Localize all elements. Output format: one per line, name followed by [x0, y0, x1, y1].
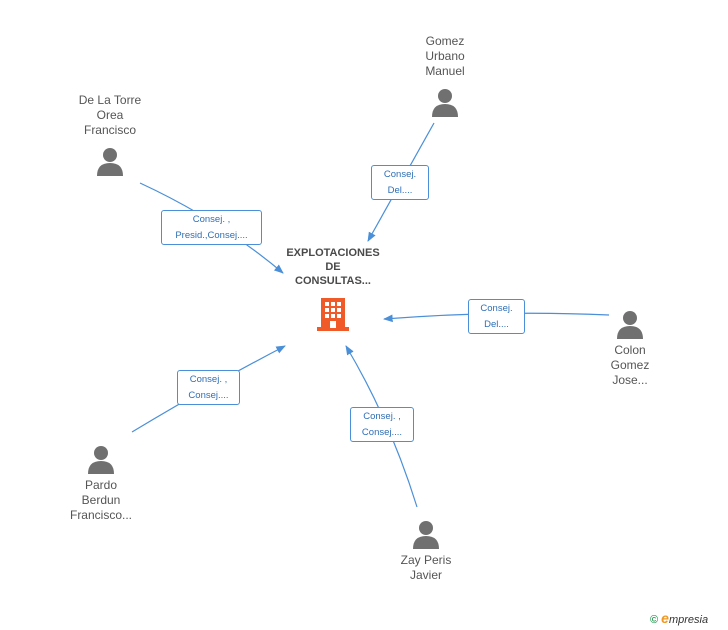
person-icon [617, 311, 643, 339]
role-line: Consej.... [361, 427, 403, 438]
person-icon [88, 446, 114, 474]
person-name-line: Zay Peris [400, 553, 452, 567]
role-label-de-la-torre[interactable]: Consej. , Presid.,Consej.... [161, 210, 262, 245]
role-line: Presid.,Consej.... [175, 230, 248, 241]
company-name-line-1: EXPLOTACIONES [286, 247, 380, 259]
person-icon [413, 521, 439, 549]
person-node-colon-gomez[interactable]: Colon Gomez Jose... [585, 309, 675, 388]
person-node-de-la-torre[interactable]: De La Torre Orea Francisco [55, 93, 165, 176]
person-name-line: Javier [409, 568, 442, 582]
person-name-line: Urbano [425, 49, 465, 63]
person-node-pardo-berdun[interactable]: Pardo Berdun Francisco... [46, 444, 156, 523]
company-node[interactable]: EXPLOTACIONES DE CONSULTAS... [268, 246, 398, 332]
role-label-gomez-urbano[interactable]: Consej. Del.... [371, 165, 429, 200]
person-node-zay-peris[interactable]: Zay Peris Javier [376, 519, 476, 583]
person-name-line: Gomez [610, 358, 650, 372]
person-name-line: Francisco [83, 123, 136, 137]
brand-name: mpresia [668, 614, 709, 626]
building-icon [317, 298, 349, 331]
person-name-line: Colon [614, 343, 646, 357]
person-icon [97, 148, 123, 176]
person-node-gomez-urbano[interactable]: Gomez Urbano Manuel [395, 34, 495, 117]
person-name-line: Orea [96, 108, 124, 122]
person-name-line: Gomez [425, 34, 465, 48]
person-name-line: De La Torre [78, 93, 142, 107]
role-label-pardo-berdun[interactable]: Consej. , Consej.... [177, 370, 240, 405]
person-name-line: Jose... [612, 373, 648, 387]
role-line: Consej. , [189, 374, 228, 385]
person-icon [432, 89, 458, 117]
role-line: Del.... [484, 319, 509, 330]
copyright-symbol: © [650, 614, 659, 626]
role-label-zay-peris[interactable]: Consej. , Consej.... [350, 407, 414, 442]
person-name-line: Manuel [425, 64, 465, 78]
company-name-line-2: DE [325, 261, 341, 273]
brand-e-letter: e [661, 610, 669, 626]
role-line: Consej. [383, 169, 417, 180]
role-line: Consej. , [192, 214, 231, 225]
role-line: Consej. [480, 303, 513, 314]
person-name-line: Pardo [84, 478, 118, 492]
empresia-logo: © empresia [650, 610, 708, 626]
role-line: Del.... [387, 185, 413, 196]
role-line: Consej. , [363, 411, 401, 422]
role-line: Consej.... [188, 390, 229, 401]
person-name-line: Berdun [81, 493, 121, 507]
role-label-colon-gomez[interactable]: Consej. Del.... [468, 299, 525, 334]
company-name-line-3: CONSULTAS... [295, 275, 371, 287]
person-name-line: Francisco... [69, 508, 132, 522]
